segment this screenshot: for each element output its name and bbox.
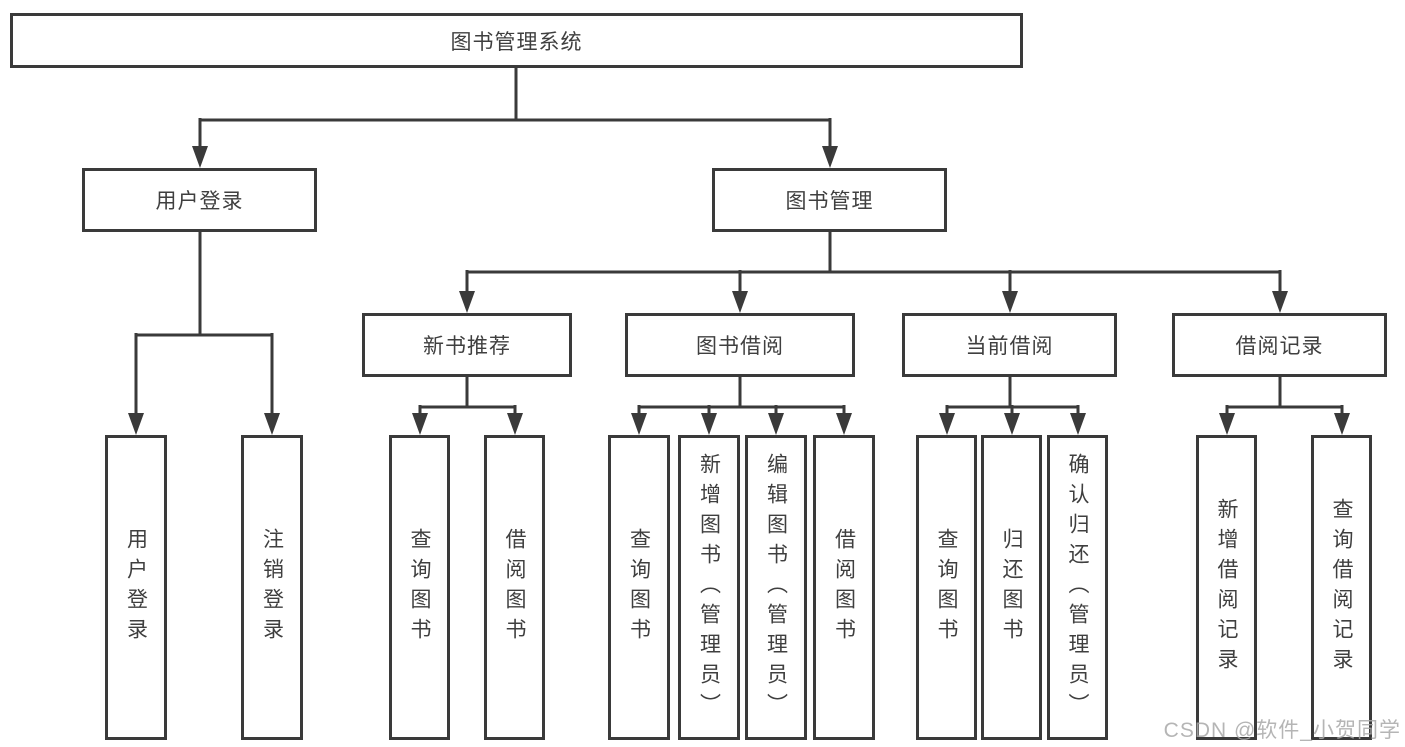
leaf-add-books-admin: 新增图书（管理员） [678,435,740,740]
leaf-user-login-label: 用户登录 [124,527,148,648]
leaf-add-borrow-record: 新增借阅记录 [1196,435,1257,740]
leaf-logout: 注销登录 [241,435,303,740]
leaf-user-login: 用户登录 [105,435,167,740]
leaf-query-books-3-label: 查询图书 [935,527,958,648]
node-root-label: 图书管理系统 [450,30,583,54]
node-user-login-label: 用户登录 [155,190,244,213]
node-current-borrow-label: 当前借阅 [965,335,1054,358]
leaf-query-books-3: 查询图书 [916,435,977,740]
node-book-borrow-label: 图书借阅 [696,335,784,358]
leaf-query-books-1: 查询图书 [389,435,450,740]
node-new-book-recommend-label: 新书推荐 [423,335,511,358]
leaf-edit-books-admin-label: 编辑图书（管理员） [764,452,788,723]
connector-user-login [128,232,280,435]
connector-new-book-recommend [412,377,523,435]
leaf-query-borrow-record-label: 查询借阅记录 [1330,497,1353,678]
connector-root [192,68,838,168]
leaf-edit-books-admin: 编辑图书（管理员） [745,435,807,740]
leaf-confirm-return-admin-label: 确认归还（管理员） [1066,452,1089,723]
connector-book-management [459,232,1288,313]
node-borrow-records: 借阅记录 [1172,313,1387,377]
leaf-add-books-admin-label: 新增图书（管理员） [697,452,721,723]
leaf-borrow-books-2-label: 借阅图书 [832,527,856,648]
node-new-book-recommend: 新书推荐 [362,313,572,377]
leaf-add-borrow-record-label: 新增借阅记录 [1215,497,1238,678]
leaf-return-books: 归还图书 [981,435,1042,740]
leaf-query-books-1-label: 查询图书 [408,527,431,648]
leaf-logout-label: 注销登录 [260,527,284,648]
node-user-login: 用户登录 [82,168,317,232]
node-current-borrow: 当前借阅 [902,313,1117,377]
node-root-system: 图书管理系统 [10,13,1023,68]
csdn-watermark: CSDN @软件_小贺同学 [1163,719,1401,742]
node-borrow-records-label: 借阅记录 [1235,335,1324,358]
connector-book-borrow [631,377,852,435]
leaf-borrow-books-2: 借阅图书 [813,435,875,740]
connector-borrow-records [1219,377,1350,435]
leaf-return-books-label: 归还图书 [1000,527,1023,648]
leaf-borrow-books-1-label: 借阅图书 [503,527,526,648]
leaf-query-borrow-record: 查询借阅记录 [1311,435,1372,740]
connector-current-borrow [939,377,1086,435]
node-book-management: 图书管理 [712,168,947,232]
node-book-management-label: 图书管理 [785,190,874,213]
node-book-borrow: 图书借阅 [625,313,855,377]
leaf-query-books-2: 查询图书 [608,435,670,740]
leaf-confirm-return-admin: 确认归还（管理员） [1047,435,1108,740]
leaf-borrow-books-1: 借阅图书 [484,435,545,740]
leaf-query-books-2-label: 查询图书 [627,527,651,648]
